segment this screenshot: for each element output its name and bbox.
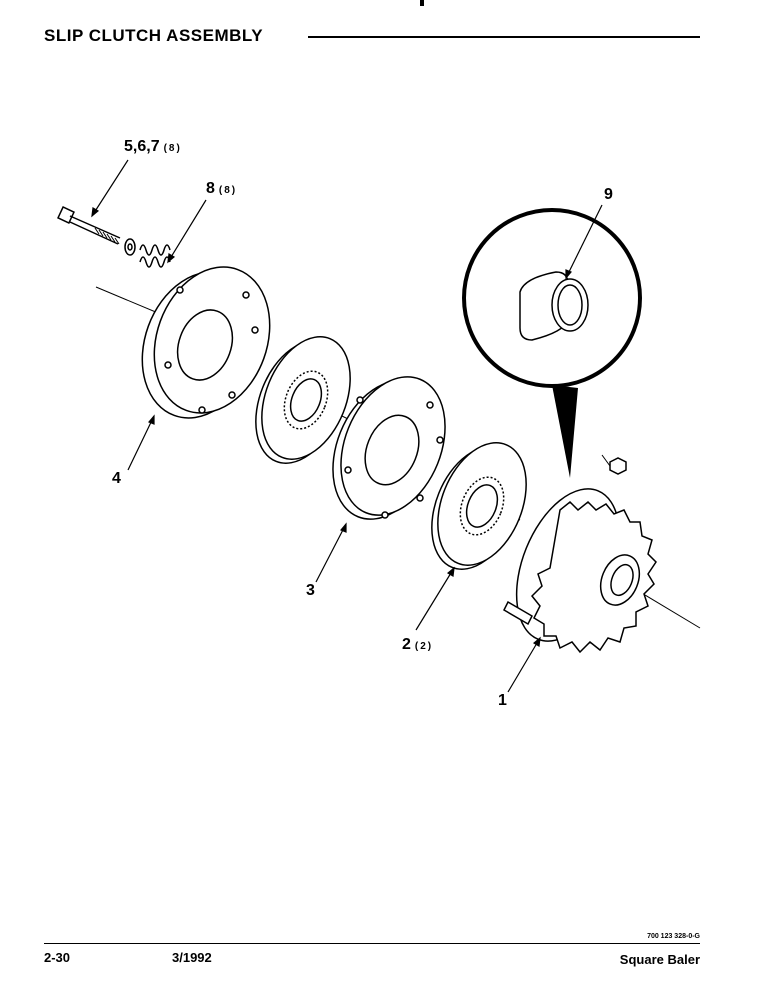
callout-9: 9 <box>604 186 613 204</box>
washer-part <box>124 238 136 256</box>
callout-quantity: (8) <box>218 185 238 196</box>
pressure-plate-part <box>141 266 271 419</box>
callout-label: 1 <box>498 692 507 709</box>
title-rule <box>308 36 700 38</box>
middle-plate-part <box>332 376 446 520</box>
callout-5-6-7: 5,6,7(8) <box>124 138 182 156</box>
friction-disc-part <box>255 336 351 464</box>
callout-label: 3 <box>306 582 315 599</box>
friction-disc-part <box>431 442 527 570</box>
detail-view-bushing <box>462 208 642 478</box>
callout-label: 2 <box>402 636 411 653</box>
sprocket-part <box>503 488 657 654</box>
nut-part <box>601 454 627 475</box>
drawing-code: 700 123 328-0-G <box>647 933 700 940</box>
callout-quantity: (8) <box>163 143 182 154</box>
page-date: 3/1992 <box>172 950 212 965</box>
page-top-mark <box>420 0 424 6</box>
callout-4: 4 <box>112 470 121 488</box>
product-name: Square Baler <box>619 952 700 967</box>
callout-label: 5,6,7 <box>124 138 160 155</box>
bolt-part <box>57 206 121 245</box>
callout-3: 3 <box>306 582 315 600</box>
callout-label: 8 <box>206 180 215 197</box>
callout-8: 8(8) <box>206 180 237 198</box>
callout-2: 2(2) <box>402 636 433 654</box>
callout-leader-lines <box>91 159 603 693</box>
callout-label: 4 <box>112 470 121 487</box>
footer-rule <box>44 943 700 944</box>
page-number: 2-30 <box>44 950 71 965</box>
callout-quantity: (2) <box>414 641 434 652</box>
callout-label: 9 <box>604 186 613 203</box>
callout-1: 1 <box>498 692 507 710</box>
spring-part <box>139 244 171 268</box>
page-title: SLIP CLUTCH ASSEMBLY <box>44 26 264 45</box>
